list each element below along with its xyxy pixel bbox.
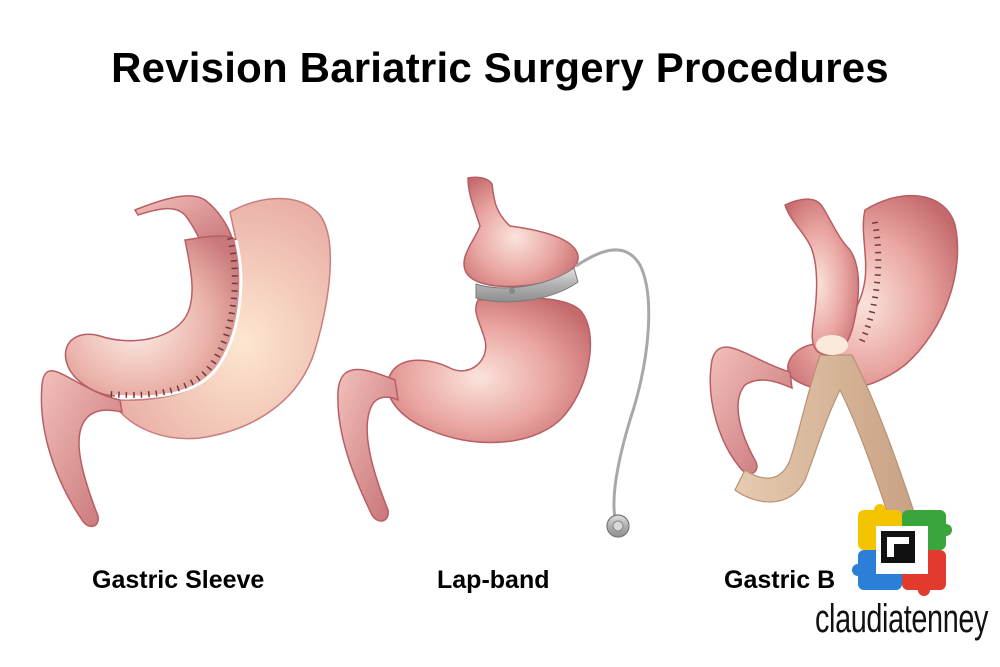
watermark-logo-icon [852,504,952,596]
band-tubing [575,248,651,519]
caption-gastric-sleeve: Gastric Sleeve [92,566,265,594]
lap-band-illustration [337,176,651,538]
page-title: Revision Bariatric Surgery Procedures [111,44,889,91]
staple-line [108,237,238,398]
caption-gastric-bypass: Gastric B [724,566,836,594]
duodenum [709,346,793,475]
caption-lap-band: Lap-band [437,566,550,594]
duodenum [337,368,399,522]
gastric-bypass-illustration [709,194,959,521]
gastric-sleeve-illustration [40,195,332,528]
roux-limb [734,354,916,521]
watermark-text: claudiatenney [815,597,989,641]
esophagus [463,176,579,288]
duodenum [40,370,123,528]
lower-stomach [386,296,592,444]
gastric-band [475,267,579,303]
esophagus-pouch [784,198,860,356]
